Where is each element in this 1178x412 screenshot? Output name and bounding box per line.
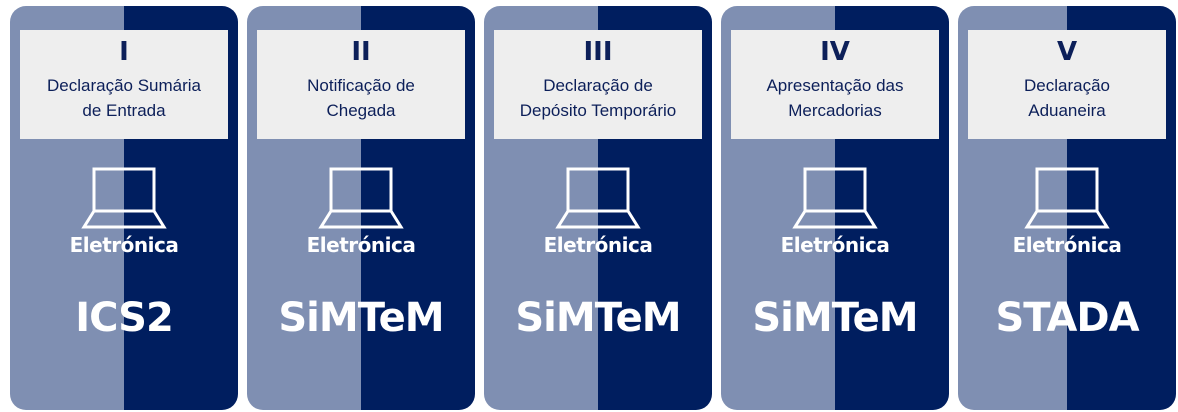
step-title: Declaração Sumária de Entrada: [20, 73, 228, 123]
step-header: V Declaração Aduaneira: [968, 30, 1166, 139]
step-numeral: I: [119, 37, 129, 67]
step-card-2: II Notificação de Chegada Eletrónica SiM…: [247, 6, 475, 410]
laptop-icon: [318, 167, 404, 229]
step-system: ICS2: [75, 295, 174, 341]
step-header: III Declaração de Depósito Temporário: [494, 30, 702, 139]
step-header: I Declaração Sumária de Entrada: [20, 30, 228, 139]
step-card-3: III Declaração de Depósito Temporário El…: [484, 6, 712, 410]
step-title-line: Depósito Temporário: [519, 101, 677, 120]
step-title-line: Declaração: [1024, 76, 1110, 95]
step-title-line: Chegada: [326, 101, 396, 120]
laptop-icon: [792, 167, 878, 229]
laptop-icon: [555, 167, 641, 229]
step-system: SiMTeM: [515, 295, 681, 341]
step-title-line: Declaração de: [543, 76, 653, 95]
step-title: Declaração Aduaneira: [968, 73, 1166, 123]
step-numeral: V: [1056, 37, 1078, 67]
step-card-5: V Declaração Aduaneira Eletrónica STADA: [958, 6, 1176, 410]
step-title-line: Mercadorias: [788, 101, 882, 120]
step-numeral: IV: [820, 37, 850, 67]
step-title-line: Declaração Sumária: [46, 76, 201, 95]
step-card-4: IV Apresentação das Mercadorias Eletróni…: [721, 6, 949, 410]
step-card-1: I Declaração Sumária de Entrada Eletróni…: [10, 6, 238, 410]
step-mode: Eletrónica: [780, 233, 890, 257]
step-mode: Eletrónica: [1012, 233, 1122, 257]
step-system: STADA: [995, 295, 1139, 341]
step-title: Notificação de Chegada: [257, 73, 465, 123]
step-mode: Eletrónica: [306, 233, 416, 257]
step-header: IV Apresentação das Mercadorias: [731, 30, 939, 139]
step-title-line: Notificação de: [307, 76, 415, 95]
step-system: SiMTeM: [752, 295, 918, 341]
step-title-line: Apresentação das: [766, 76, 904, 95]
laptop-icon: [81, 167, 167, 229]
step-mode: Eletrónica: [543, 233, 653, 257]
step-title-line: Aduaneira: [1028, 101, 1106, 120]
step-mode: Eletrónica: [69, 233, 179, 257]
laptop-icon: [1024, 167, 1110, 229]
step-numeral: III: [583, 37, 613, 67]
step-title: Declaração de Depósito Temporário: [494, 73, 702, 123]
step-numeral: II: [351, 37, 371, 67]
step-title: Apresentação das Mercadorias: [731, 73, 939, 123]
step-system: SiMTeM: [278, 295, 444, 341]
step-title-line: de Entrada: [82, 101, 166, 120]
step-header: II Notificação de Chegada: [257, 30, 465, 139]
